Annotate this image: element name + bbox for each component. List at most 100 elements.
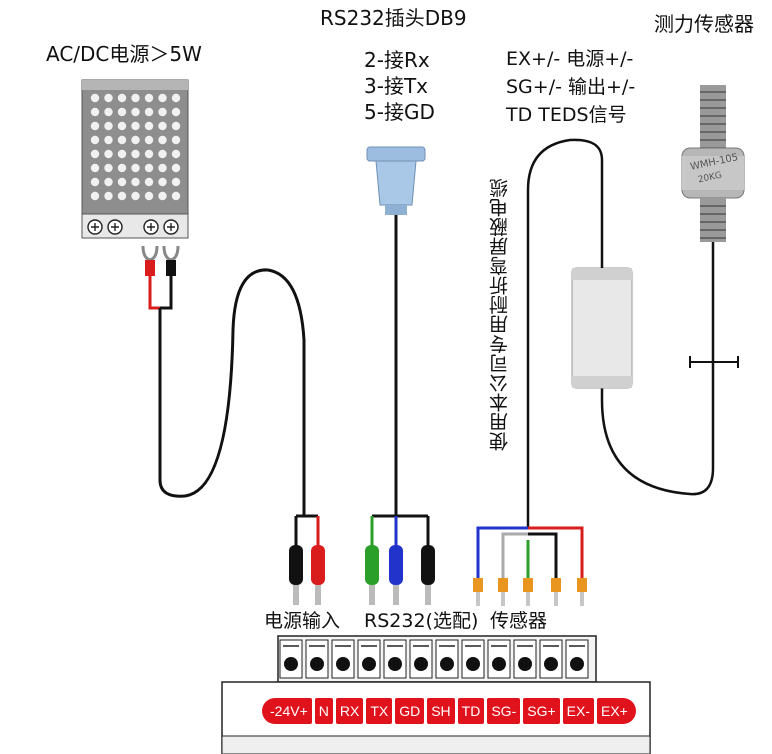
vent-hole xyxy=(117,121,127,131)
vent-hole xyxy=(104,135,113,145)
vent-hole xyxy=(90,93,100,103)
sensor-sg-label: SG+/- 输出+/- xyxy=(506,76,636,98)
rs232-optional-label: RS232(选配) xyxy=(364,610,479,632)
vent-hole xyxy=(144,121,154,131)
vent-hole xyxy=(158,163,167,173)
vent-hole xyxy=(117,135,127,145)
terminal-label: -24V+ xyxy=(262,698,312,724)
vent-hole xyxy=(144,191,154,201)
vent-hole xyxy=(144,93,154,103)
sensor-ferrules xyxy=(473,578,587,606)
vent-hole xyxy=(158,93,167,103)
db9-connector xyxy=(366,146,426,215)
vent-hole xyxy=(90,191,100,201)
power-supply-screws xyxy=(87,219,179,235)
terminal-label: N xyxy=(314,698,333,724)
cable-sleeve xyxy=(571,267,633,389)
power-wire-red xyxy=(148,276,160,310)
terminal-label: SG- xyxy=(487,698,521,724)
vent-hole xyxy=(117,163,127,173)
vent-hole xyxy=(144,177,154,187)
terminal-screw xyxy=(336,657,350,671)
vent-hole xyxy=(131,163,140,173)
terminal-screw xyxy=(466,657,480,671)
vent-hole xyxy=(158,121,167,131)
terminal-label: SH xyxy=(427,698,455,724)
vent-hole xyxy=(171,93,181,103)
power-wire-black xyxy=(160,276,173,310)
vent-hole xyxy=(171,121,181,131)
terminal-label: RX xyxy=(335,698,364,724)
vent-hole xyxy=(158,149,167,159)
vent-hole xyxy=(131,149,140,159)
terminal-block xyxy=(221,635,651,754)
terminal-label: TX xyxy=(366,698,393,724)
power-supply-label: AC/DC电源＞5W xyxy=(46,42,202,66)
force-sensor xyxy=(681,85,745,242)
rs232-pin5-label: 5-接GD xyxy=(364,100,435,124)
sensor-wire-blue xyxy=(476,526,528,580)
vent-hole xyxy=(158,191,167,201)
vent-hole xyxy=(117,93,127,103)
vent-hole xyxy=(104,121,113,131)
vent-hole xyxy=(131,107,140,117)
terminal-screw xyxy=(362,657,376,671)
rs232-pin2-label: 2-接Rx xyxy=(364,48,430,72)
vent-hole xyxy=(90,163,100,173)
sensor-wire-gray xyxy=(501,532,528,580)
vent-hole xyxy=(90,121,100,131)
vent-hole xyxy=(171,135,181,145)
vent-holes xyxy=(90,93,181,201)
vent-hole xyxy=(171,177,181,187)
rs232-title: RS232插头DB9 xyxy=(320,6,467,30)
vent-hole xyxy=(158,135,167,145)
banana-plugs xyxy=(289,545,435,605)
cable-note: 使用本公司专用耐折弯屏蔽电缆 xyxy=(489,178,511,451)
vent-hole xyxy=(90,135,100,145)
rs232-pin3-label: 3-接Tx xyxy=(364,74,428,98)
vent-hole xyxy=(144,135,154,145)
vent-hole xyxy=(104,107,113,117)
vent-hole xyxy=(131,177,140,187)
power-input-label: 电源输入 xyxy=(264,610,341,632)
terminal-screw xyxy=(310,657,324,671)
terminal-screw xyxy=(440,657,454,671)
vent-hole xyxy=(144,107,154,117)
terminal-screw xyxy=(570,657,584,671)
sensor-td-label: TD TEDS信号 xyxy=(506,104,627,126)
terminal-screw xyxy=(518,657,532,671)
vent-hole xyxy=(117,191,127,201)
terminal-label: SG+ xyxy=(523,698,560,724)
vent-hole xyxy=(104,149,113,159)
terminal-screw xyxy=(492,657,506,671)
power-cable xyxy=(158,268,306,516)
vent-hole xyxy=(117,149,127,159)
vent-hole xyxy=(158,107,167,117)
vent-hole xyxy=(131,93,140,103)
sensor-input-label: 传感器 xyxy=(490,610,548,632)
sensor-title: 测力传感器 xyxy=(654,12,754,36)
terminal-screw xyxy=(414,657,428,671)
vent-hole xyxy=(144,163,154,173)
vent-hole xyxy=(171,191,181,201)
vent-hole xyxy=(144,149,154,159)
sensor-wire-black xyxy=(528,532,558,580)
sensor-wire-red xyxy=(528,526,584,580)
fork-terminals xyxy=(141,245,180,276)
terminal-screw xyxy=(544,657,558,671)
vent-hole xyxy=(104,177,113,187)
vent-hole xyxy=(104,163,113,173)
terminal-label: EX- xyxy=(562,698,594,724)
vent-hole xyxy=(158,177,167,187)
vent-hole xyxy=(131,191,140,201)
vent-hole xyxy=(131,135,140,145)
vent-hole xyxy=(90,149,100,159)
vent-hole xyxy=(131,121,140,131)
terminal-label: EX+ xyxy=(596,698,636,724)
vent-hole xyxy=(117,107,127,117)
vent-hole xyxy=(171,163,181,173)
vent-hole xyxy=(171,107,181,117)
vent-hole xyxy=(104,93,113,103)
